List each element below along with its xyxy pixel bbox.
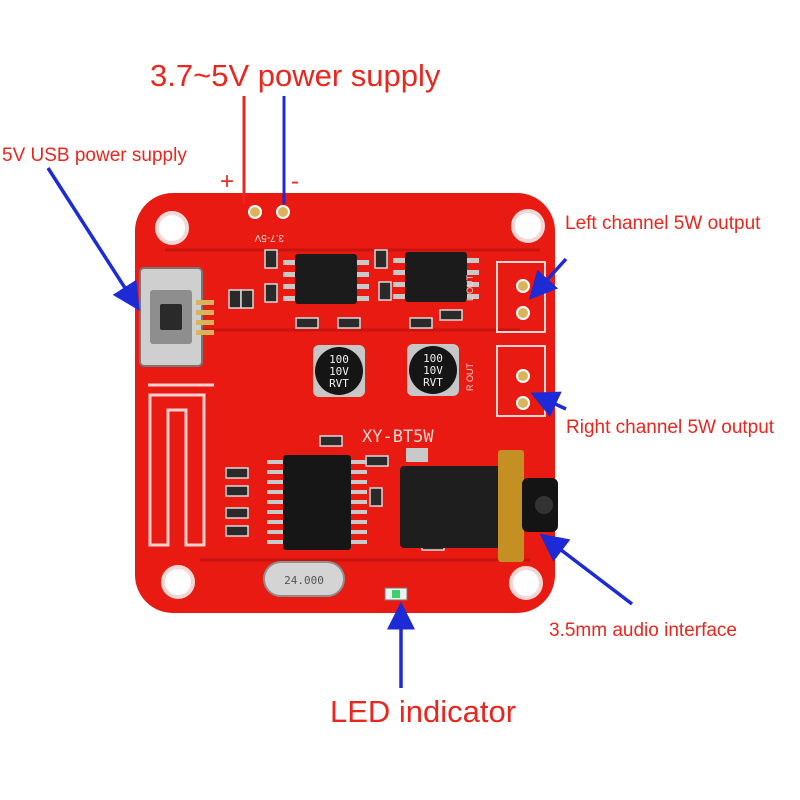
silk-r-out: R OUT: [465, 363, 475, 392]
silk-l-out: L OUT: [465, 274, 475, 301]
plus-symbol: +: [220, 168, 235, 195]
crystal-frequency: 24.000: [284, 574, 324, 587]
amplifier-chip-2: [393, 252, 479, 302]
audio-jack: [400, 448, 558, 562]
bluetooth-chip: [267, 455, 367, 550]
capacitor-2: [407, 344, 459, 396]
silk-voltage: 3.7-5V: [254, 232, 284, 243]
led-icon: [384, 587, 408, 601]
left-output-arrow: [528, 257, 568, 300]
cap-1-voltage: 10V: [329, 365, 349, 378]
capacitor-1: [313, 345, 365, 397]
right-output-label: Right channel 5W output: [566, 417, 775, 438]
minus-symbol: -: [291, 168, 299, 195]
board-model: XY-BT5W: [362, 427, 434, 447]
audio-arrow: [539, 533, 634, 606]
amplifier-chip-1: [283, 254, 369, 304]
cap-1-series: RVT: [329, 377, 349, 390]
smd-components: [225, 249, 463, 551]
cap-2-voltage: 10V: [423, 364, 443, 377]
usb-power-label: 5V USB power supply: [2, 145, 187, 166]
led-indicator-label: LED indicator: [330, 694, 517, 729]
cap-2-value: 100: [423, 352, 443, 365]
audio-interface-label: 3.5mm audio interface: [549, 620, 737, 641]
usb-port-icon: [139, 267, 214, 367]
left-output-label: Left channel 5W output: [565, 213, 761, 234]
right-output-arrow: [530, 391, 567, 418]
crystal: 24.000: [263, 561, 345, 597]
cap-1-value: 100: [329, 353, 349, 366]
mounting-holes: [155, 209, 545, 600]
power-pads: [248, 205, 290, 219]
power-supply-label: 3.7~5V power supply: [150, 58, 441, 93]
cap-2-series: RVT: [423, 376, 443, 389]
usb-arrow: [46, 167, 140, 311]
bluetooth-antenna-icon: [148, 393, 206, 547]
